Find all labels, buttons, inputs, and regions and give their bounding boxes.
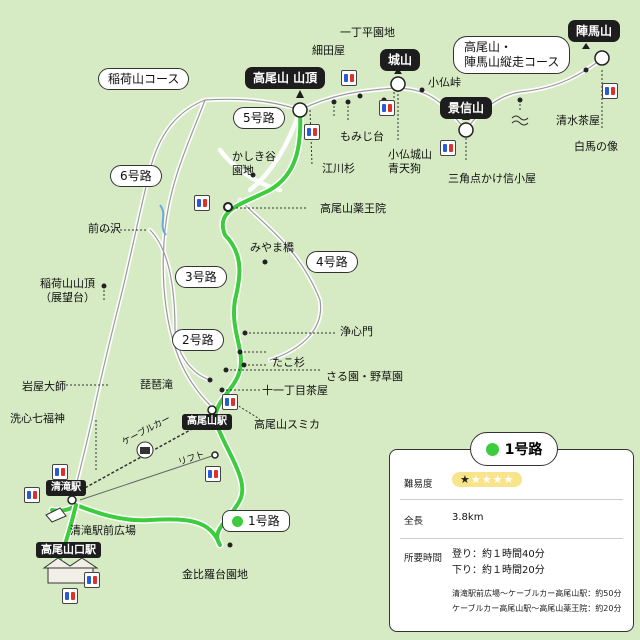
label-araishichifukujin: 洗心七福神: [10, 412, 65, 425]
stream: [159, 204, 167, 236]
cablecar-line: [71, 417, 213, 496]
wave-mark: [511, 115, 529, 126]
route-2[interactable]: 2号路: [172, 329, 224, 351]
route-color-dot-icon: [485, 442, 499, 456]
peak-takao[interactable]: 高尾山 山頂: [245, 67, 326, 89]
label-saruen: さる園・野草園: [326, 370, 403, 383]
divider: [400, 499, 623, 500]
label-momijidai: もみじ台: [340, 130, 384, 143]
length-label: 全長: [404, 516, 424, 527]
point-markers: [67, 50, 610, 548]
station-takaosanguchi[interactable]: 高尾山口駅: [36, 542, 101, 558]
label-kobotoke-shiroyama: 小仏城山 青天狗: [388, 148, 432, 175]
label-joshinmon: 浄心門: [340, 325, 373, 338]
peak-kagenobu[interactable]: 景信山: [440, 97, 493, 119]
panel-route-name: 1号路: [504, 442, 543, 458]
panel-title: 1号路: [470, 432, 558, 466]
route-1-label: 1号路: [248, 514, 280, 528]
signpost-icon: [45, 507, 67, 523]
route-info-panel: 1号路 難易度 ★★★★★ 全長 3.8km 所要時間 登り：約１時間40分 下…: [389, 432, 634, 632]
peak-shiro[interactable]: 城山: [380, 49, 421, 71]
route-1-dot-icon: [232, 515, 243, 527]
label-jujichome: 十一丁目茶屋: [262, 384, 328, 397]
lift-line: [79, 454, 216, 501]
label-takosugi: たこ杉: [272, 356, 305, 369]
time-down: 下り：約１時間20分: [452, 565, 545, 576]
label-shimizu: 清水茶屋: [556, 114, 600, 127]
label-maenosawa: 前の沢: [88, 222, 121, 235]
restroom-icon: [222, 394, 238, 410]
label-kiyotaki-plaza: 清滝駅前広場: [70, 524, 136, 537]
label-hosodaya: 細田屋: [312, 44, 345, 57]
restroom-icon: [62, 588, 78, 604]
label-iwayataishi: 岩屋大師: [22, 380, 66, 393]
restroom-icon: [379, 100, 395, 116]
restroom-icon: [602, 83, 618, 99]
restroom-icon: [341, 70, 357, 86]
label-hakuba: 白馬の像: [574, 140, 618, 153]
route-4[interactable]: 4号路: [306, 251, 358, 273]
label-icchodaira: 一丁平園地: [340, 26, 395, 39]
star-empty-icon: ★: [492, 473, 504, 486]
star-empty-icon: ★: [481, 473, 493, 486]
label-konpira: 金比羅台園地: [182, 568, 248, 581]
label-inari-summit: 稲荷山山頂 （展望台）: [40, 277, 95, 304]
label-kobotoke-pass: 小仏峠: [428, 76, 461, 89]
restroom-icon: [84, 572, 100, 588]
cable-car-icon: [136, 441, 154, 459]
length-value: 3.8km: [452, 512, 484, 523]
divider: [400, 538, 623, 539]
label-miyamabashi: みやま橋: [250, 241, 294, 254]
note-2: ケーブルカー高尾山駅〜高尾山薬王院：約20分: [452, 604, 622, 613]
star-empty-icon: ★: [503, 473, 515, 486]
route-3[interactable]: 3号路: [175, 266, 227, 288]
label-sumika: 高尾山スミカ: [254, 418, 320, 431]
label-biwataki: 琵琶滝: [140, 378, 173, 391]
route-5[interactable]: 5号路: [233, 107, 285, 129]
label-yakuoin: 高尾山薬王院: [320, 202, 386, 215]
route-6[interactable]: 6号路: [110, 165, 162, 187]
trail-inner: [75, 55, 607, 487]
label-egawasugi: 江川杉: [322, 162, 355, 175]
route-1[interactable]: 1号路: [222, 510, 290, 532]
course-inari[interactable]: 稲荷山コース: [98, 68, 190, 90]
leader-lines: [66, 70, 603, 470]
difficulty-stars: ★★★★★: [452, 472, 523, 487]
restroom-icon: [440, 140, 456, 156]
label-kashimidani: かしき谷 園地: [232, 150, 276, 177]
difficulty-label: 難易度: [404, 479, 433, 490]
note-1: 清滝駅前広場〜ケーブルカー高尾山駅：約50分: [452, 589, 622, 598]
peak-jinba[interactable]: 陣馬山: [568, 20, 621, 42]
star-empty-icon: ★: [470, 473, 482, 486]
restroom-icon: [24, 487, 40, 503]
station-kiyotaki[interactable]: 清滝駅: [46, 480, 86, 496]
star-filled-icon: ★: [460, 473, 471, 486]
time-label: 所要時間: [404, 553, 443, 564]
station-takaosan[interactable]: 高尾山駅: [182, 414, 232, 430]
restroom-icon: [194, 195, 210, 211]
label-sankaku: 三角点かけ信小屋: [448, 172, 536, 185]
restroom-icon: [205, 466, 221, 482]
course-jinba[interactable]: 高尾山・ 陣馬山縦走コース: [453, 36, 571, 74]
restroom-icon: [304, 124, 320, 140]
time-up: 登り：約１時間40分: [452, 549, 545, 560]
restroom-icon: [52, 464, 68, 480]
